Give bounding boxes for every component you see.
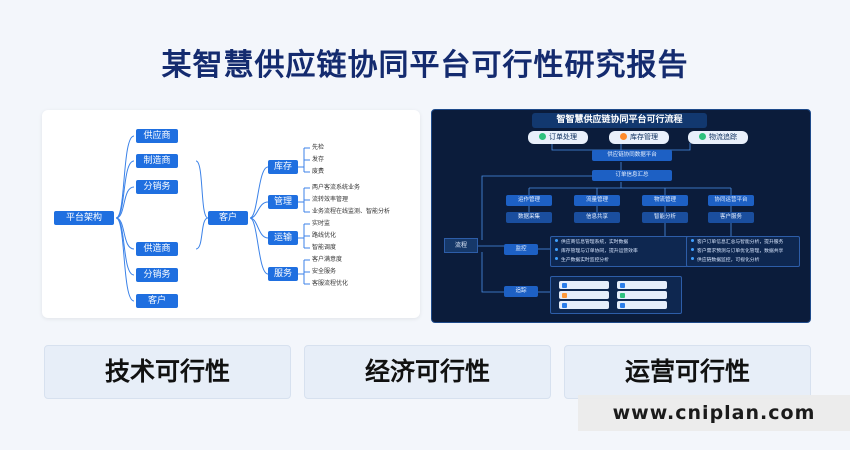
mindmap-leaf: 流转效率管理: [312, 196, 349, 203]
pill-logistics-tracking: 物流追踪: [688, 131, 748, 144]
tracking-row: [617, 291, 667, 299]
flow-step-order-summary: 订单信息汇总: [592, 170, 672, 181]
panel-line: 供应链数据监控，可视化分析: [687, 256, 799, 265]
panel-line: 客户订单信息汇总与智能分析，提升服务: [687, 238, 799, 247]
mindmap-node-distributor: 分销务: [136, 180, 178, 194]
flow-row1-box: 物流管理: [642, 195, 688, 206]
mindmap-leaf: 业务流程在线监测、智能分析: [312, 208, 391, 215]
pill-label: 库存管理: [630, 133, 658, 141]
status-icon: [562, 302, 567, 308]
pill-label: 订单处理: [549, 133, 577, 141]
mindmap-connectors: [115, 135, 310, 302]
mindmap-leaf: 发存: [312, 156, 325, 163]
panel-text: 客户订单信息汇总与智能分析，提升服务: [697, 240, 784, 245]
bullet-icon: [555, 239, 558, 242]
mindmap-leaf: 先检: [312, 144, 325, 151]
status-icon: [620, 292, 625, 298]
feature-card-technical: 技术可行性: [44, 345, 291, 399]
status-icon: [620, 302, 625, 308]
tracking-dashboard-panel: [550, 276, 682, 314]
mindmap-leaf: 路线优化: [312, 232, 337, 239]
mindmap-leaf: 智能调度: [312, 244, 337, 251]
process-flow-diagram: 智智慧供应链协同平台可行流程 订单处理 库存管理 物流追踪 供应链协同数据平台 …: [431, 109, 811, 323]
panel-line: 供应商信息管理系统，实时数据: [551, 238, 691, 247]
mindmap-branch-management: 管理: [268, 195, 298, 209]
mindmap-branch-transport: 运输: [268, 231, 298, 245]
status-icon: [562, 292, 567, 298]
pill-label: 物流追踪: [709, 133, 737, 141]
flow-row1-box: 协同运营平台: [708, 195, 754, 206]
tracking-row: [617, 301, 667, 309]
flow-tracking-box: 追踪: [504, 286, 538, 297]
bullet-icon: [691, 248, 694, 251]
flow-left-label: 流程: [444, 238, 478, 253]
watermark: www.cniplan.com: [578, 395, 850, 431]
mindmap-leaf: 两户客流系统业务: [312, 184, 361, 191]
flow-row2-box: 客户服务: [708, 212, 754, 223]
panel-line: 库存管理与订单协同，提升运营效率: [551, 247, 691, 256]
mindmap-branch-inventory: 库存: [268, 160, 298, 174]
mindmap-center-node: 客户: [208, 211, 248, 225]
flow-step-platform: 供应链协同数据平台: [592, 150, 672, 161]
bullet-icon: [691, 239, 694, 242]
mindmap-node-supplier-2: 供造商: [136, 242, 178, 256]
flow-row2-box: 信息共享: [574, 212, 620, 223]
panel-text: 供应商信息管理系统，实时数据: [561, 240, 629, 245]
mindmap-node-customer: 客户: [136, 294, 178, 308]
flow-row1-box: 流量管理: [574, 195, 620, 206]
mindmap-leaf: 客服流程优化: [312, 280, 349, 287]
mindmap-root-node: 平台架构: [54, 211, 114, 225]
page-title: 某智慧供应链协同平台可行性研究报告: [161, 48, 689, 83]
flow-connectors: [477, 143, 732, 293]
pill-inventory-management: 库存管理: [609, 131, 669, 144]
tracking-row: [559, 301, 609, 309]
feature-card-operational: 运营可行性: [564, 345, 811, 399]
mindmap-branch-service: 服务: [268, 267, 298, 281]
pill-order-processing: 订单处理: [528, 131, 588, 144]
panel-text: 库存管理与订单协同，提升运营效率: [561, 249, 638, 254]
flow-info-panel-1: 供应商信息管理系统，实时数据 库存管理与订单协同，提升运营效率 生产数据实时监控…: [550, 236, 692, 267]
mindmap-node-distributor-2: 分销务: [136, 268, 178, 282]
flow-row1-box: 运作管理: [506, 195, 552, 206]
flow-row2-box: 智能分析: [642, 212, 688, 223]
flow-title: 智智慧供应链协同平台可行流程: [532, 113, 707, 128]
tracking-row: [559, 291, 609, 299]
order-icon: [539, 133, 546, 140]
panel-text: 生产数据实时监控分析: [561, 258, 609, 263]
panel-text: 供应链数据监控，可视化分析: [697, 258, 760, 263]
bullet-icon: [555, 257, 558, 260]
flow-row2-box: 数据采集: [506, 212, 552, 223]
mindmap-node-supplier: 供应商: [136, 129, 178, 143]
mindmap-leaf: 实时监: [312, 220, 331, 227]
inventory-icon: [620, 133, 627, 140]
tracking-row: [617, 281, 667, 289]
status-icon: [562, 282, 567, 288]
mindmap-node-manufacturer: 制造商: [136, 154, 178, 168]
mindmap-leaf: 客户满意度: [312, 256, 343, 263]
mindmap-leaf: 废费: [312, 168, 325, 175]
architecture-mindmap: 平台架构 供应商 制造商 分销务 供造商 分销务 客户 客户 库存 管理 运输 …: [42, 110, 420, 318]
bullet-icon: [555, 248, 558, 251]
panel-line: 生产数据实时监控分析: [551, 256, 691, 265]
tracking-row: [559, 281, 609, 289]
mindmap-leaf: 安全服务: [312, 268, 337, 275]
logistics-icon: [699, 133, 706, 140]
status-icon: [620, 282, 625, 288]
panel-line: 客户需求预测与订单优化管理，数据共享: [687, 247, 799, 256]
bullet-icon: [691, 257, 694, 260]
flow-info-panel-2: 客户订单信息汇总与智能分析，提升服务 客户需求预测与订单优化管理，数据共享 供应…: [686, 236, 800, 267]
panel-text: 客户需求预测与订单优化管理，数据共享: [697, 249, 784, 254]
feature-card-economic: 经济可行性: [304, 345, 551, 399]
flow-monitor-box: 监控: [504, 244, 538, 255]
